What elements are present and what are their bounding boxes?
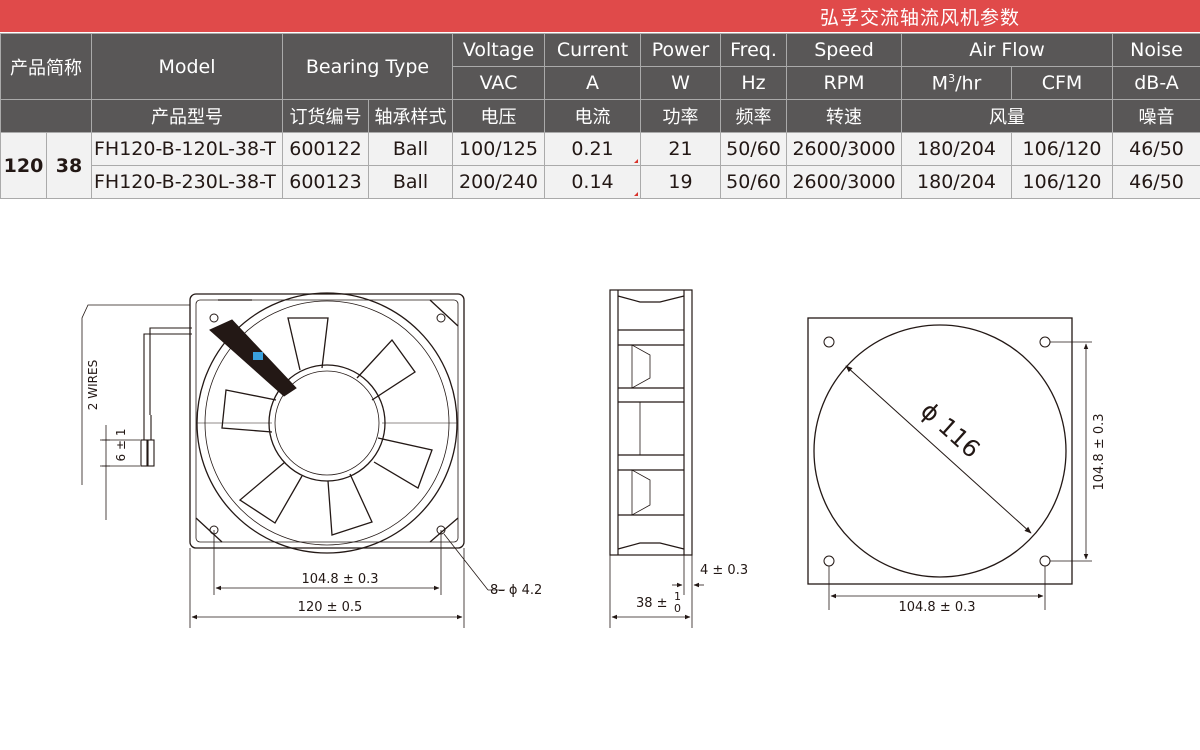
voltage-cell: 100/125 [452,132,545,166]
speed-header: Speed [786,33,902,67]
fan-side-view [609,289,693,556]
airflow-cfm-cell: 106/120 [1011,165,1113,199]
lead-wires [81,304,192,520]
wire-clip [253,352,263,360]
speed-cell: 2600/3000 [786,165,902,199]
power-cell: 21 [640,132,721,166]
cn-power: 功率 [640,99,721,133]
mount-pitch-horizontal: 104.8 ± 0.3 [898,600,975,615]
frame-size-dimension: 120 ± 0.5 [298,600,363,615]
speed-cell: 2600/3000 [786,132,902,166]
freq-header: Freq. [720,33,787,67]
table-row: 120 38 FH120-B-120L-38-T 600122 Ball 100… [0,132,1200,199]
noise-header: Noise [1112,33,1200,67]
unit-hz: Hz [720,66,787,100]
fan-front-view [189,292,465,554]
flange-dimension: 4 ± 0.3 [700,563,748,578]
technical-drawing: 2 WIRES 6 ± 1 104.8 ± 0.3 120 ± 0.5 8– ϕ… [81,289,1107,628]
order-cell: 600123 [282,165,369,199]
front-dimensions [189,530,505,628]
model-header: Model [91,33,283,100]
cn-current: 电流 [544,99,641,133]
cn-noise: 噪音 [1112,99,1200,133]
bearing-cell: Ball [368,132,453,166]
cn-speed: 转速 [786,99,902,133]
wires-label: 2 WIRES [86,360,100,410]
side-dimensions [609,555,704,628]
noise-cell: 46/50 [1112,132,1200,166]
airflow-m3hr-cell: 180/204 [901,132,1012,166]
unit-a: A [544,66,641,100]
freq-cell: 50/60 [720,165,787,199]
diameter-arrow [845,365,1032,534]
unit-cfm: CFM [1011,66,1113,100]
voltage-cell: 200/240 [452,165,545,199]
current-header: Current [544,33,641,67]
mount-dimensions [828,341,1092,610]
order-cell: 600122 [282,132,369,166]
size-header: 产品简称 [0,33,92,100]
voltage-header: Voltage [452,33,545,67]
airflow-header: Air Flow [901,33,1113,67]
bore-diameter-dimension: ϕ 116 [915,396,985,463]
freq-cell: 50/60 [720,132,787,166]
airflow-m3hr-cell: 180/204 [901,165,1012,199]
noise-cell: 46/50 [1112,165,1200,199]
model-cell: FH120-B-120L-38-T [91,132,283,166]
unit-vac: VAC [452,66,545,100]
unit-w: W [640,66,721,100]
mount-hole-icon [823,336,1051,567]
power-header: Power [640,33,721,67]
current-cell: 0.14 [544,165,641,199]
lead-strip-dimension: 6 ± 1 [114,429,128,462]
depth-dimension: 38 ± [636,596,668,611]
thickness: 38 [46,132,92,199]
airflow-cfm-cell: 106/120 [1011,132,1113,166]
power-cell: 19 [640,165,721,199]
cn-voltage: 电压 [452,99,545,133]
hole-pitch-dimension: 104.8 ± 0.3 [301,572,378,587]
unit-rpm: RPM [786,66,902,100]
bearing-cell: Ball [368,165,453,199]
table-row: FH120-B-230L-38-T 600123 Ball 200/240 0.… [1,165,1200,199]
depth-tolerance-lower: 0 [674,602,681,615]
bearing-type-header: Bearing Type [282,33,453,100]
cn-freq: 频率 [720,99,787,133]
depth-tolerance-upper: 1 [674,590,681,603]
unit-m3hr: M3/hr [901,66,1012,100]
title-bar: 弘孚交流轴流风机参数 [0,0,1200,32]
spec-table: 产品简称 Model Bearing Type Voltage Current … [0,33,1200,199]
current-cell: 0.21 [544,132,641,166]
model-cell: FH120-B-230L-38-T [91,165,283,199]
holes-dimension: 8– ϕ 4.2 [490,583,542,598]
frame-size: 120 [0,132,47,199]
cn-airflow: 风量 [901,99,1113,133]
page-title: 弘孚交流轴流风机参数 [820,7,1021,29]
fan-mounting-view [807,317,1073,585]
mount-pitch-vertical: 104.8 ± 0.3 [1092,413,1107,490]
cn-model: 产品型号 [91,99,283,133]
unit-dba: dB-A [1112,66,1200,100]
cn-order: 订货编号 [282,99,369,133]
cn-bearing: 轴承样式 [368,99,453,133]
